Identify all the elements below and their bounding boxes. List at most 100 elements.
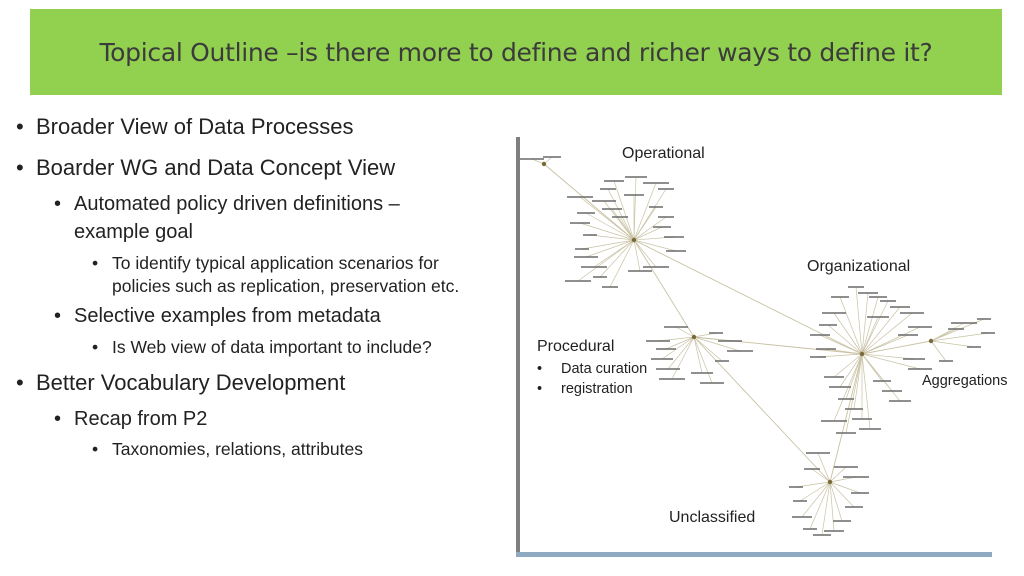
bullet-dot: •	[92, 253, 99, 273]
organizational-hub-leaf-mark	[858, 292, 878, 294]
organizational-hub-leaf-mark	[824, 376, 844, 378]
procedural-item-label: Data curation	[561, 361, 648, 377]
operational-hub-leaf-mark	[565, 280, 591, 282]
operational-hub-leaf-mark	[624, 194, 644, 196]
operational-hub-node	[631, 237, 637, 243]
organizational-hub-leaf-mark	[900, 312, 924, 314]
operational-hub-leaf-mark	[593, 276, 607, 278]
organizational-hub-edge	[861, 296, 879, 355]
slide-title: Topical Outline –is there more to define…	[99, 37, 933, 67]
unclassified-hub-edge	[829, 481, 861, 494]
aggregations-hub-edge	[930, 332, 989, 342]
organizational-hub-edge	[855, 286, 863, 355]
procedural-hub-leaf-mark	[656, 348, 676, 350]
aggregations-hub-leaf-mark	[967, 346, 981, 348]
bullet-dot: •	[54, 193, 62, 215]
bullet-item-l1: • Broader View of Data Processes	[16, 114, 354, 140]
procedural-hub-edge	[693, 336, 723, 362]
bullet-dot: •	[92, 337, 99, 357]
organizational-hub-edge	[861, 316, 879, 355]
bullet-text: policies such as replication, preservati…	[112, 276, 460, 296]
hub-link-edge	[633, 239, 695, 338]
organizational-hub-edge	[833, 312, 863, 355]
operational-hub-leaf-mark	[604, 180, 624, 182]
cluster-label-unclassified: Unclassified	[669, 509, 756, 526]
procedural-hub-edge	[693, 336, 713, 384]
organizational-hub-leaf-mark	[822, 312, 846, 314]
unclassified-hub-leaf-mark	[845, 506, 863, 508]
procedural-hub-edge	[667, 336, 695, 370]
procedural-hub-edge	[693, 336, 703, 374]
unclassified-hub-leaf-mark	[789, 486, 803, 488]
organizational-hub-leaf-mark	[908, 326, 932, 328]
unclassified-hub-leaf-mark	[851, 492, 869, 494]
operational-hub-leaf-mark	[653, 226, 671, 228]
operational-hub-edge	[609, 239, 635, 288]
hub-link-edge	[693, 336, 831, 483]
unclassified-hub-node	[827, 479, 833, 485]
operational-hub-edge	[633, 239, 641, 272]
unclassified-hub-leaf-mark	[843, 476, 869, 478]
procedural-hub-leaf-mark	[715, 360, 729, 362]
bullet-dot: •	[54, 305, 62, 327]
bullet-text: Is Web view of data important to include…	[112, 337, 432, 357]
unclassified-hub-edge	[829, 481, 855, 508]
organizational-hub-edge	[861, 292, 869, 355]
bullet-text: example goal	[74, 221, 193, 243]
organizational-hub-edge	[861, 300, 889, 355]
unclassified-hub-leaf-mark	[792, 516, 812, 518]
aggregations-hub-leaf-mark	[977, 318, 991, 320]
bullet-dot: •	[16, 155, 24, 180]
organizational-hub-edge	[861, 306, 901, 355]
bullet-dot: •	[16, 114, 24, 139]
bullet-dot: •	[54, 408, 62, 430]
operational-hub-leaf-mark	[600, 188, 616, 190]
unclassified-hub-leaf-mark	[803, 528, 817, 530]
concept-network-graph	[520, 156, 995, 536]
organizational-hub-edge	[845, 353, 863, 400]
operational-hub-edge	[633, 226, 663, 241]
procedural-item: • Data curation	[537, 361, 647, 377]
bullet-item-l3: • Taxonomies, relations, attributes	[92, 439, 363, 460]
hub-link-edge	[861, 340, 932, 355]
operational-hub-leaf-mark	[602, 208, 622, 210]
cluster-label-procedural: Procedural	[537, 338, 615, 355]
operational-hub-leaf-mark	[574, 256, 598, 258]
procedural-item-bullet: •	[537, 381, 543, 397]
bullet-dot: •	[92, 439, 99, 459]
bullet-text: To identify typical application scenario…	[112, 253, 439, 273]
unclassified-hub-leaf-mark	[806, 452, 830, 454]
organizational-hub-leaf-mark	[819, 324, 837, 326]
graph-left-border	[516, 137, 520, 557]
operational-hub-leaf-mark	[625, 176, 647, 178]
procedural-hub-leaf-mark	[656, 368, 680, 370]
operational-hub-edge	[585, 212, 635, 241]
organizational-hub-leaf-mark	[836, 432, 856, 434]
top-left-hub-leaf-mark	[520, 158, 544, 160]
operational-hub-edge	[577, 239, 635, 282]
procedural-hub-leaf-mark	[664, 326, 688, 328]
bullet-text: Recap from P2	[74, 408, 208, 430]
procedural-hub-leaf-mark	[659, 378, 685, 380]
organizational-hub-leaf-mark	[848, 286, 864, 288]
bullet-item-l3: • Is Web view of data important to inclu…	[92, 337, 432, 358]
operational-hub-edge	[589, 234, 635, 241]
unclassified-hub-leaf-mark	[804, 468, 820, 470]
organizational-hub-edge	[861, 334, 909, 355]
bullet-item-l2: • Selective examples from metadata	[54, 305, 381, 328]
organizational-hub-leaf-mark	[882, 390, 902, 392]
bullet-item-l2: • Automated policy driven definitions –	[54, 193, 400, 216]
organizational-hub-leaf-mark	[908, 368, 932, 370]
organizational-hub-edge	[827, 324, 863, 355]
organizational-hub-edge	[861, 353, 921, 370]
unclassified-hub-edge	[801, 481, 831, 518]
organizational-hub-leaf-mark	[903, 358, 925, 360]
procedural-hub-edge	[661, 336, 695, 360]
operational-hub-leaf-mark	[592, 200, 616, 202]
unclassified-hub-edge	[811, 468, 831, 483]
unclassified-hub-leaf-mark	[834, 466, 858, 468]
operational-hub-edge	[613, 180, 635, 241]
operational-hub-leaf-mark	[581, 266, 607, 268]
graph-leaf-labels	[520, 156, 995, 536]
operational-hub-leaf-mark	[570, 222, 590, 224]
